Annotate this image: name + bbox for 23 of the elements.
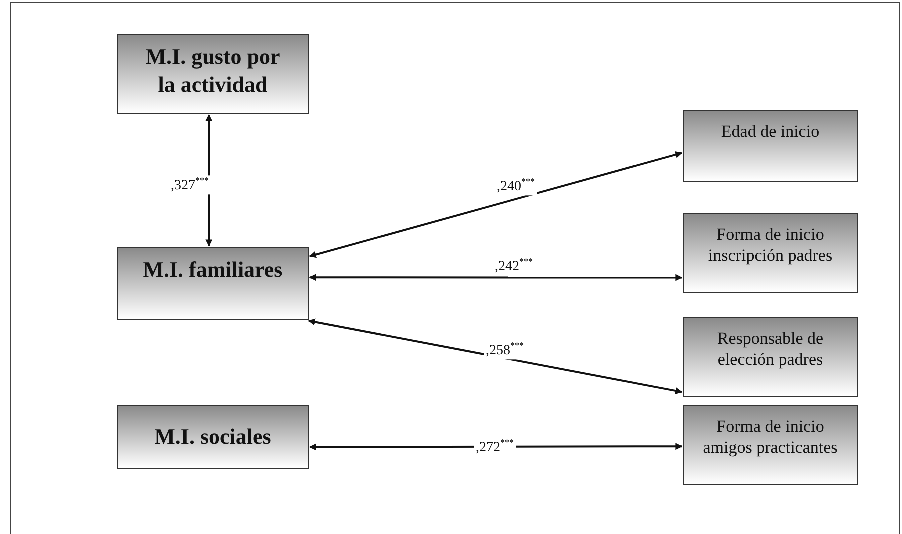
variable-box bbox=[117, 34, 309, 114]
edge-label: ,258$^{***}$ bbox=[484, 340, 526, 360]
double-arrow bbox=[308, 318, 683, 394]
variable-name: M.I. gusto por la actividad bbox=[144, 43, 282, 98]
variable-box bbox=[117, 247, 309, 320]
variable-name: Responsable de elección padres bbox=[716, 328, 825, 370]
variable-name: M.I. sociales bbox=[154, 423, 272, 451]
variable-box bbox=[683, 110, 858, 182]
variable-name: M.I. familiares bbox=[143, 256, 283, 284]
edge-label: ,240$^{***}$ bbox=[495, 176, 537, 196]
variable-box bbox=[117, 405, 309, 469]
double-arrow bbox=[309, 443, 683, 451]
double-arrow bbox=[309, 152, 683, 258]
edge-label: ,327$^{***}$ bbox=[169, 176, 211, 194]
variable-name: Edad de inicio bbox=[721, 121, 820, 142]
variable-name: Forma de inicio inscripción padres bbox=[707, 224, 834, 266]
variable-box bbox=[683, 317, 858, 397]
double-arrow bbox=[309, 274, 683, 282]
variable-box bbox=[683, 405, 858, 485]
variable-name: Forma de inicio amigos practicantes bbox=[702, 416, 839, 458]
variable-box bbox=[683, 213, 858, 293]
edge-label: ,242$^{***}$ bbox=[493, 256, 535, 276]
edge-label: ,272$^{***}$ bbox=[474, 438, 516, 456]
